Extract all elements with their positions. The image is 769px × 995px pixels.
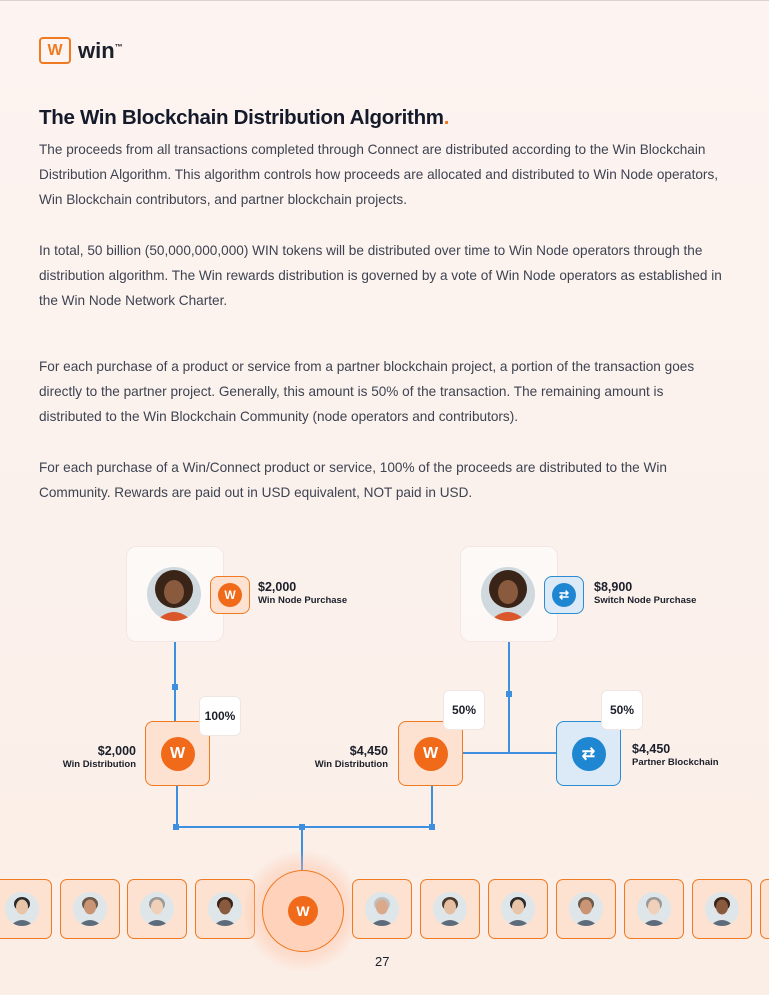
paragraph-tokens: In total, 50 billion (50,000,000,000) WI… [39, 243, 722, 308]
community-member [556, 879, 616, 939]
right-purchase-card [460, 546, 558, 642]
swap-arrows-icon: ⇄ [571, 736, 606, 771]
brand-name: win™ [78, 37, 123, 63]
community-member [692, 879, 752, 939]
buyer-avatar [481, 567, 535, 621]
left-percent-badge: 100% [199, 696, 241, 736]
connector-left-top [174, 641, 176, 721]
win-logo-icon: W [39, 37, 71, 64]
community-member [624, 879, 684, 939]
win-coin-icon: W [413, 736, 448, 771]
community-member [0, 879, 52, 939]
avatar [705, 892, 739, 926]
connector-node [506, 691, 512, 697]
partner-percent-badge: 50% [601, 690, 643, 730]
paragraph-partner: For each purchase of a product or servic… [39, 359, 695, 424]
partner-blockchain-box: ⇄ [556, 721, 621, 786]
page-title: The Win Blockchain Distribution Algorith… [39, 106, 450, 129]
win-logo: W win™ [39, 37, 123, 64]
connector-node [429, 824, 435, 830]
connector-split [463, 752, 557, 754]
avatar [637, 892, 671, 926]
connector-node [172, 684, 178, 690]
avatar [208, 892, 242, 926]
paragraph-win-connect: For each purchase of a Win/Connect produ… [39, 460, 667, 500]
left-purchase-card [126, 546, 224, 642]
community-member [352, 879, 412, 939]
avatar [5, 892, 39, 926]
avatar [501, 892, 535, 926]
avatar [569, 892, 603, 926]
win-logo-icon: W [210, 576, 250, 614]
community-member [127, 879, 187, 939]
community-member [420, 879, 480, 939]
avatar [140, 892, 174, 926]
avatar [73, 892, 107, 926]
connector-right-top [508, 641, 510, 753]
community-hub-core: W [262, 870, 344, 952]
win-coin-icon: W [218, 583, 242, 607]
win-coin-icon: W [160, 736, 195, 771]
avatar [365, 892, 399, 926]
connector-node [173, 824, 179, 830]
community-member [760, 879, 769, 939]
swap-arrows-icon: ⇄ [544, 576, 584, 614]
community-member [60, 879, 120, 939]
avatar [433, 892, 467, 926]
mid-percent-badge: 50% [443, 690, 485, 730]
page-number: 27 [375, 954, 390, 969]
left-distribution-box: W [145, 721, 210, 786]
community-member [488, 879, 548, 939]
paragraph-intro: The proceeds from all transactions compl… [39, 142, 719, 207]
buyer-avatar [147, 567, 201, 621]
mid-distribution-box: W [398, 721, 463, 786]
connector-left-down [176, 786, 178, 827]
connector-mid-down [431, 786, 433, 827]
top-border [0, 0, 769, 1]
win-coin-icon: W [288, 896, 318, 926]
